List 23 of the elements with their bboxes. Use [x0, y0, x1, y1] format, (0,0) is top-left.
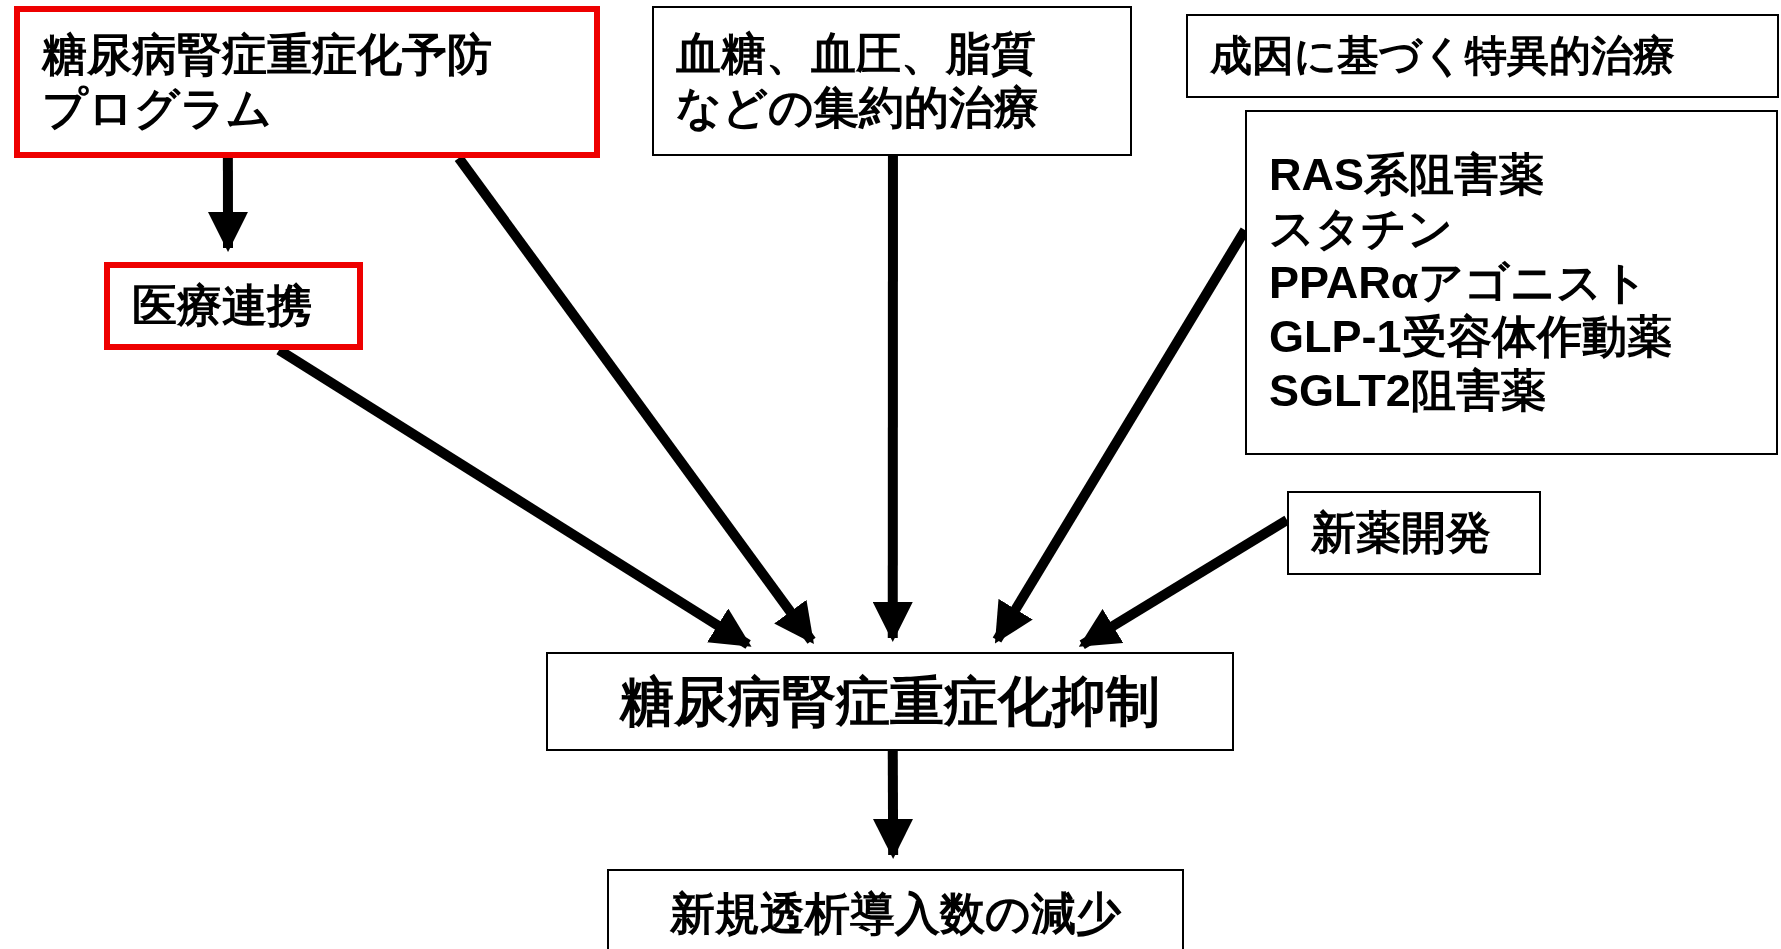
text-box: [1186, 14, 1779, 98]
text-box: [652, 6, 1132, 156]
list-item: GLP-1受容体作動薬: [1269, 309, 1673, 364]
box-text: 新薬開発: [1311, 506, 1492, 560]
list-item: RAS系阻害薬: [1269, 147, 1545, 202]
list-item: SGLT2阻害薬: [1269, 363, 1547, 418]
text-box: [607, 869, 1184, 949]
list-item: PPARαアゴニスト: [1269, 255, 1650, 310]
box-text: 糖尿病腎症重症化予防プログラム: [42, 28, 493, 136]
box-text: 糖尿病腎症重症化抑制: [620, 670, 1160, 734]
text-box: [1287, 491, 1541, 575]
text-box: [104, 262, 363, 350]
list-item: スタチン: [1269, 201, 1454, 256]
list-box: [1245, 110, 1778, 455]
text-box: [546, 652, 1234, 751]
text-box: [14, 6, 600, 158]
box-text: 成因に基づく特異的治療: [1210, 30, 1676, 81]
arrow: [872, 156, 913, 642]
box-text: 血糖、血圧、脂質などの集約的治療: [676, 27, 1040, 135]
arrow: [208, 158, 248, 252]
box-text: 新規透析導入数の減少: [670, 887, 1121, 941]
arrow: [873, 751, 913, 859]
box-text: 医療連携: [132, 279, 313, 333]
